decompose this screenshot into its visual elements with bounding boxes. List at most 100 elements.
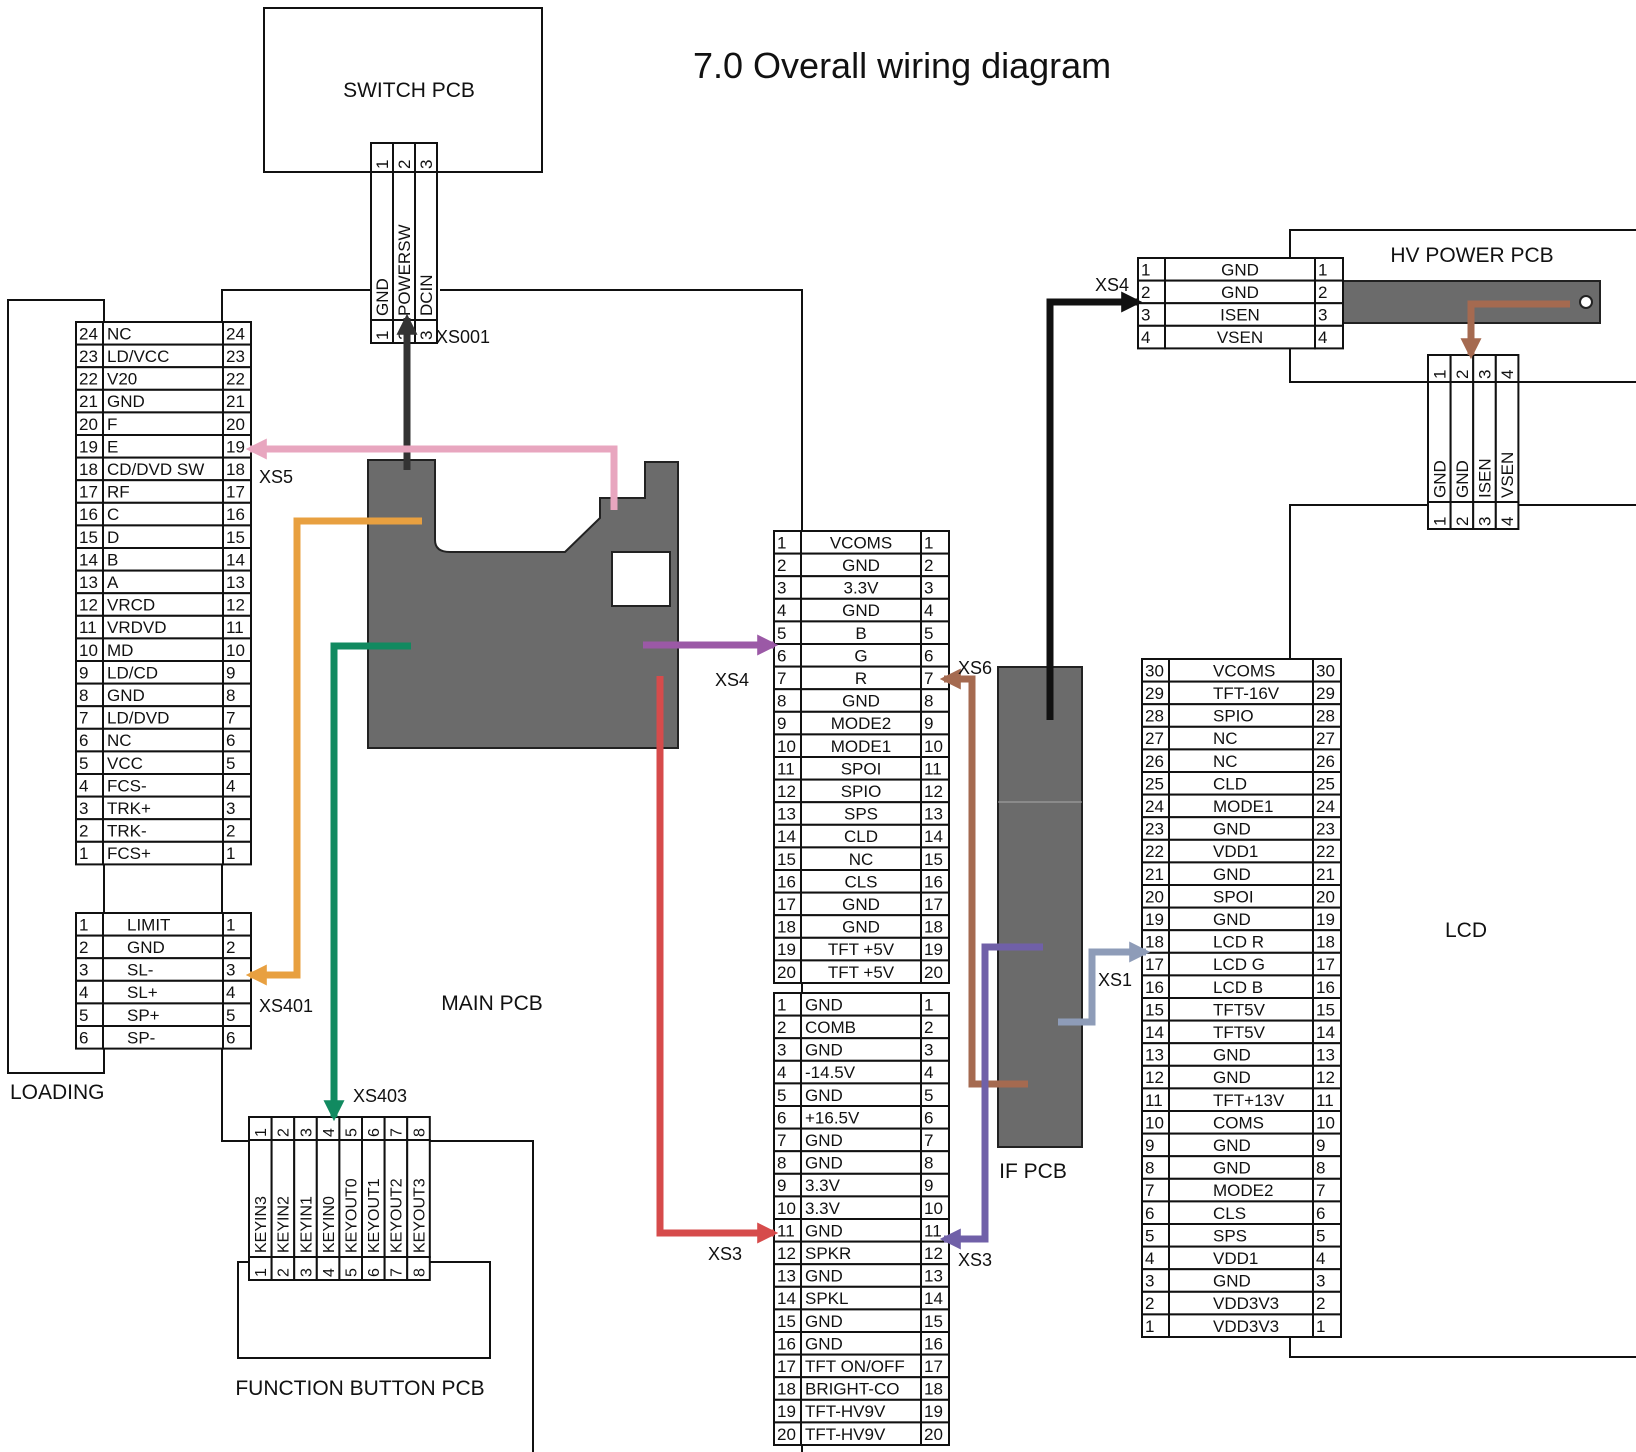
pin-number: 3 bbox=[226, 799, 235, 818]
pin-number: 4 bbox=[1316, 1249, 1325, 1268]
function-button-pcb-label: FUNCTION BUTTON PCB bbox=[235, 1377, 484, 1400]
pin-number: 2 bbox=[226, 938, 235, 957]
pin-number: 4 bbox=[1145, 1249, 1154, 1268]
pin-number: 2 bbox=[1453, 517, 1472, 526]
signal-name: NC bbox=[1213, 752, 1238, 771]
signal-name: TFT ON/OFF bbox=[805, 1357, 905, 1376]
pin-number: 10 bbox=[226, 641, 245, 660]
pin-number: 3 bbox=[777, 579, 786, 598]
pin-number: 3 bbox=[924, 1041, 933, 1060]
signal-name: NC bbox=[107, 731, 132, 750]
pin-number: 12 bbox=[1145, 1068, 1164, 1087]
pin-number: 15 bbox=[1145, 1000, 1164, 1019]
signal-name: SPS bbox=[1213, 1226, 1247, 1245]
if-pcb-label: IF PCB bbox=[999, 1160, 1067, 1183]
pin-number: 22 bbox=[1145, 842, 1164, 861]
signal-name: VDD1 bbox=[1213, 842, 1258, 861]
pin-number: 20 bbox=[79, 415, 98, 434]
signal-name: E bbox=[107, 437, 118, 456]
pin-number: 6 bbox=[924, 646, 933, 665]
signal-name: DCIN bbox=[417, 274, 436, 316]
signal-name: TFT +5V bbox=[828, 963, 895, 982]
signal-name: GND bbox=[805, 1267, 843, 1286]
pin-number: 17 bbox=[1145, 955, 1164, 974]
signal-name: SPIO bbox=[841, 782, 882, 801]
pin-number: 5 bbox=[226, 754, 235, 773]
signal-name: GND bbox=[805, 1131, 843, 1150]
signal-name: VCOMS bbox=[830, 533, 892, 552]
pin-number: 4 bbox=[79, 776, 88, 795]
pin-number: 3 bbox=[1316, 1272, 1325, 1291]
pin-number: 30 bbox=[1145, 661, 1164, 680]
pin-number: 19 bbox=[1316, 910, 1335, 929]
pin-number: 12 bbox=[777, 1244, 796, 1263]
pin-number: 19 bbox=[924, 1402, 943, 1421]
pin-number: 5 bbox=[924, 1086, 933, 1105]
signal-name: GND bbox=[805, 1154, 843, 1173]
signal-name: +16.5V bbox=[805, 1108, 860, 1127]
signal-name: KEYIN2 bbox=[276, 1196, 293, 1253]
pin-number: 17 bbox=[777, 895, 796, 914]
pin-number: 6 bbox=[924, 1108, 933, 1127]
wire-xs403 bbox=[323, 642, 411, 1122]
pin-number: 28 bbox=[1145, 707, 1164, 726]
pin-number: 15 bbox=[777, 850, 796, 869]
pin-number: 12 bbox=[777, 782, 796, 801]
pin-number: 2 bbox=[1316, 1294, 1325, 1313]
signal-name: MODE1 bbox=[1213, 797, 1273, 816]
pin-number: 13 bbox=[777, 805, 796, 824]
pin-number: 2 bbox=[1453, 370, 1472, 379]
pin-number: 4 bbox=[924, 1063, 933, 1082]
pin-number: 29 bbox=[1316, 684, 1335, 703]
pin-number: 28 bbox=[1316, 707, 1335, 726]
main-pcb-outline-right bbox=[440, 289, 803, 1452]
pin-number: 12 bbox=[924, 782, 943, 801]
signal-name: NC bbox=[849, 850, 874, 869]
signal-cell bbox=[102, 1025, 224, 1050]
signal-name: LD/CD bbox=[107, 663, 158, 682]
pin-number: 1 bbox=[226, 844, 235, 863]
pin-number: 16 bbox=[1316, 978, 1335, 997]
signal-name: KEYOUT1 bbox=[366, 1178, 383, 1253]
pin-number: 9 bbox=[924, 1176, 933, 1195]
pin-number: 25 bbox=[1316, 774, 1335, 793]
pin-number: 21 bbox=[1316, 865, 1335, 884]
pin-number: 11 bbox=[1316, 1091, 1334, 1110]
pin-number: 2 bbox=[276, 1268, 293, 1277]
pin-number: 9 bbox=[1316, 1136, 1325, 1155]
signal-name: NC bbox=[107, 324, 132, 343]
pin-number: 8 bbox=[411, 1128, 428, 1137]
signal-name: GND bbox=[805, 1221, 843, 1240]
pin-number: 1 bbox=[777, 533, 786, 552]
signal-name: BRIGHT-CO bbox=[805, 1380, 899, 1399]
pin-number: 8 bbox=[79, 686, 88, 705]
pin-cell bbox=[406, 1256, 431, 1281]
